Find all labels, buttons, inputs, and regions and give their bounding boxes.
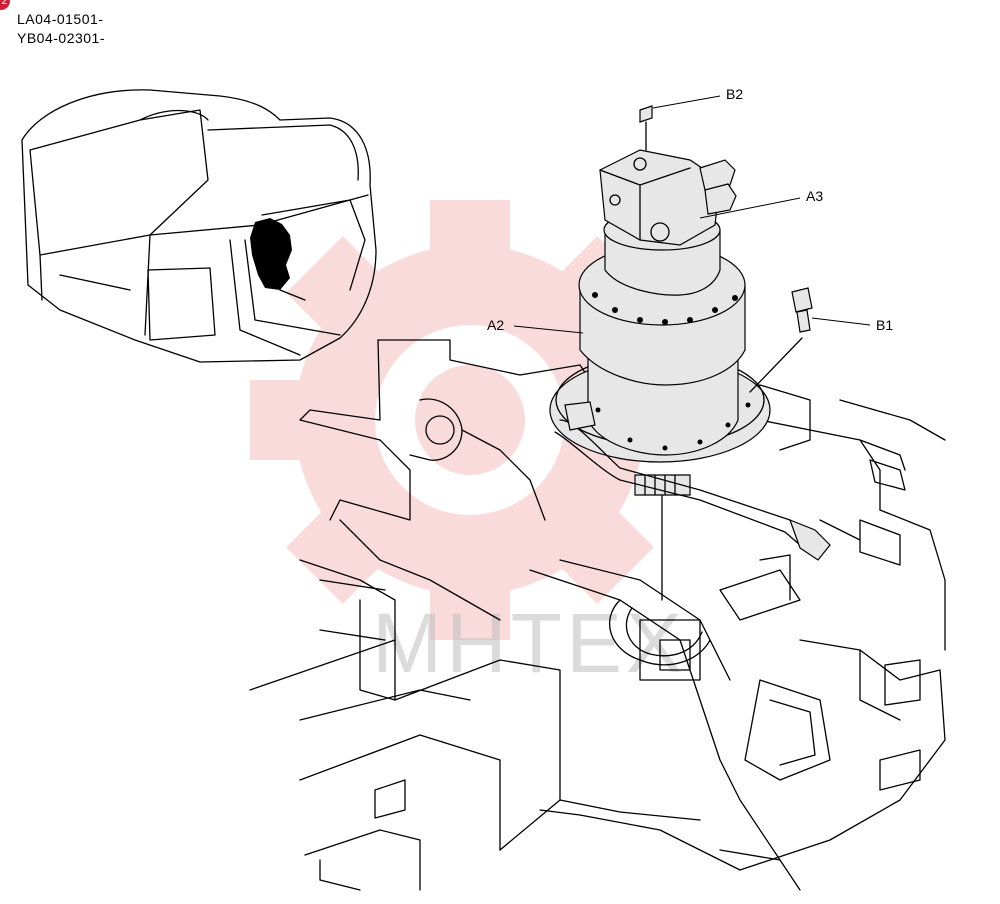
serial-range-la04: LA04-01501- [17, 11, 104, 27]
watermark-text: MHTEX [372, 596, 686, 690]
machine-overview-illustration [21, 89, 377, 363]
callout-a3: A3 [806, 188, 823, 204]
callout-leaders [513, 95, 871, 334]
serial-range-yb04: YB04-02301- [17, 30, 106, 46]
callout-b1: B1 [876, 317, 893, 333]
page-number-badge: 2 [0, 0, 10, 10]
swing-motor-assembly [549, 105, 831, 601]
callout-b2: B2 [726, 86, 743, 102]
upper-frame-illustration [249, 339, 946, 891]
callout-a2: A2 [487, 317, 504, 333]
